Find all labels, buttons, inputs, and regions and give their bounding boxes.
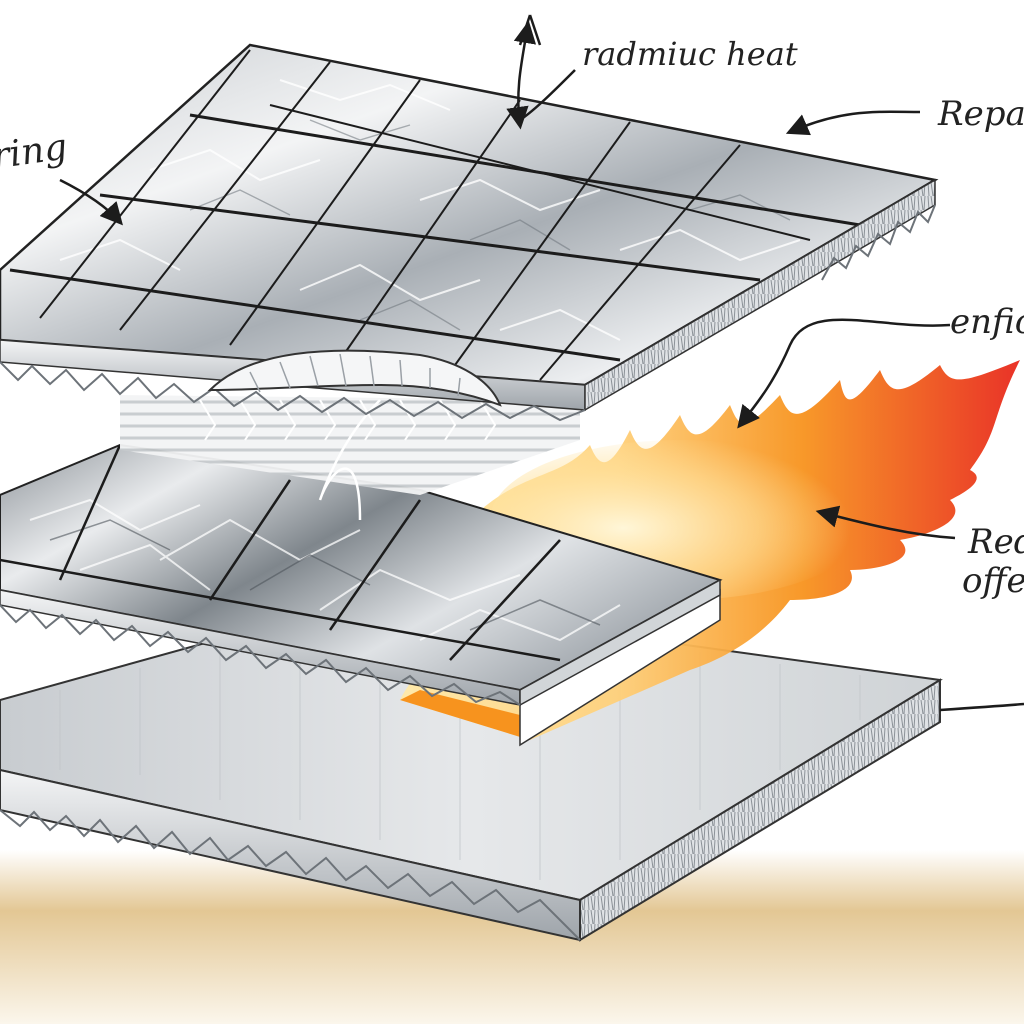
arrow-icon (939, 702, 1024, 712)
top-foil-layer (0, 43, 939, 422)
reduce-label-line-1: Red (967, 522, 1024, 562)
left-edge-label: ring (0, 126, 70, 177)
air-gap-spacer (120, 395, 580, 521)
arrow-icon (518, 14, 542, 46)
bottom-insulation-board (0, 598, 943, 942)
annotation-arrows (59, 14, 1024, 712)
reduce-label-line-2: offe (962, 561, 1024, 601)
arrow-icon (785, 110, 921, 136)
arrow-icon (737, 318, 951, 429)
repair-label: Repai (937, 94, 1024, 134)
arrow-icon (59, 178, 123, 226)
arrow-icon (506, 20, 537, 130)
radiant-heat-label: radmiuc heat (582, 35, 798, 73)
arrow-icon (519, 69, 576, 122)
arrow-icon (815, 505, 956, 540)
efficiency-label: enfici (950, 302, 1024, 342)
middle-foil-layer (0, 443, 723, 707)
